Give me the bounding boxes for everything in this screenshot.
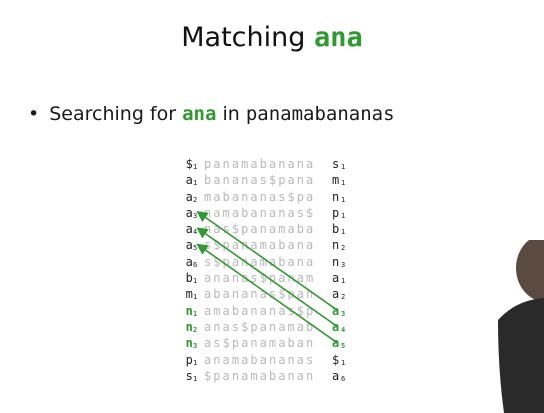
rotation-middle: s$panamabana [204,254,316,269]
first-column-char: n [185,319,193,334]
last-column-char: m [332,173,340,188]
last-column-index: 6 [341,374,346,383]
first-column-index: 6 [193,260,198,269]
last-column-char: a [332,271,340,286]
last-column-char: a [332,303,340,318]
last-column-index: 2 [341,293,346,302]
last-column-index: 4 [341,325,346,334]
first-column-char: a [185,189,193,204]
first-column-index: 1 [193,277,198,286]
last-column-char: a [332,336,340,351]
first-column-char: $ [185,157,193,171]
last-column-index: 3 [341,309,346,318]
last-column-index: 1 [341,163,346,171]
last-column-index: 5 [341,342,346,351]
last-column-char: s [332,157,340,171]
bullet-middle: in [222,103,240,125]
last-column-index: 1 [341,277,346,286]
rotation-middle: bananas$pana [204,173,316,188]
first-column-char: s [185,368,193,383]
last-column-char: a [332,287,340,302]
first-column-char: a [185,222,193,237]
first-column-index: 1 [193,293,198,302]
first-column-char: p [185,352,193,367]
rotation-middle: as$panamaban [204,336,316,351]
last-column-char: a [332,368,340,383]
rotation-middle: anamabananas [204,352,316,367]
bullet-point: • Searching for ana in panamabananas [28,103,395,125]
rotation-middle: s$panamabana [204,238,316,253]
last-column-char: $ [332,352,340,367]
rotation-middle: panamabanana [204,157,316,171]
first-column-index: 4 [193,228,198,237]
first-column-index: 1 [193,163,198,171]
last-column-char: p [332,205,340,220]
slide-title: Matching ana [0,22,544,53]
last-column-index: 1 [341,228,346,237]
rotation-middle: amabananas$p [204,303,316,318]
last-column-index: 1 [341,179,346,188]
rotation-middle: namabananas$ [204,205,316,220]
first-column-index: 1 [193,358,198,367]
first-column-index: 5 [193,244,198,253]
presenter-silhouette [498,240,544,413]
first-column-index: 1 [193,374,198,383]
first-column-index: 2 [193,325,198,334]
title-prefix: Matching [181,22,306,53]
first-column-index: 2 [193,195,198,204]
last-column-index: 1 [341,358,346,367]
rotation-middle: mabananas$pa [204,189,316,204]
last-column-char: n [332,189,340,204]
last-column-index: 3 [341,260,346,269]
bullet-text: panamabananas [245,103,395,125]
bullet-pattern: ana [182,103,217,125]
first-column-index: 3 [193,211,198,220]
first-column-char: m [185,287,193,302]
last-column-char: a [332,319,340,334]
bullet-dot: • [28,103,40,125]
bullet-prefix: Searching for [49,103,177,125]
first-column-index: 3 [193,342,198,351]
last-column-char: n [332,254,340,269]
first-column-char: a [185,238,193,253]
last-column-index: 2 [341,244,346,253]
last-column-char: n [332,238,340,253]
rotation-middle: nas$panamaba [204,222,316,237]
rotation-middle: ananas$panam [204,271,316,286]
first-column-char: a [185,254,193,269]
first-column-index: 1 [193,179,198,188]
rotation-middle: anas$panamab [204,319,316,334]
first-column-char: n [185,303,193,318]
first-column-char: a [185,205,193,220]
first-column-char: b [185,271,193,286]
first-column-char: n [185,336,193,351]
last-column-index: 1 [341,211,346,220]
first-column-index: 1 [193,309,198,318]
first-column-char: a [185,173,193,188]
last-column-char: b [332,222,340,237]
rotation-middle: abananas$pan [204,287,316,302]
rotation-middle: $panamabanan [204,368,316,383]
title-pattern: ana [313,22,363,53]
last-column-index: 1 [341,195,346,204]
